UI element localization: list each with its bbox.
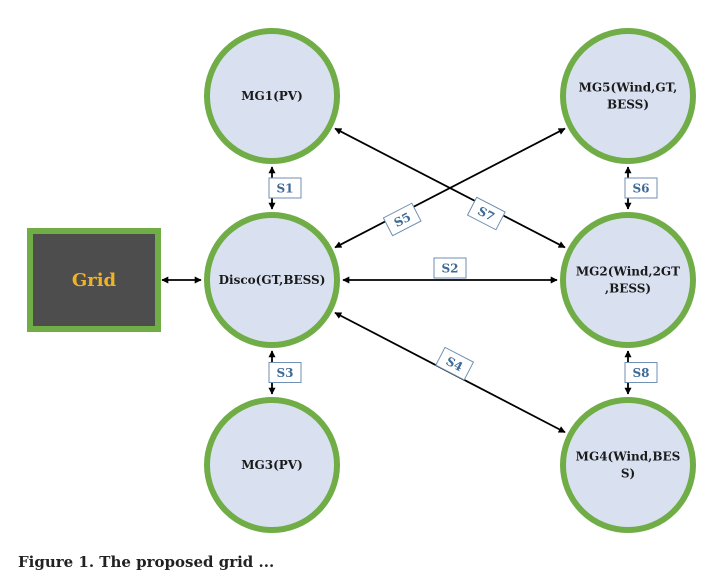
link-mg1-mg2 xyxy=(334,127,566,249)
switch-s2: S2 xyxy=(433,257,467,279)
switch-label: S2 xyxy=(441,262,458,276)
node-label: MG1(PV) xyxy=(241,89,303,103)
switch-label: S6 xyxy=(632,182,649,196)
nodes-layer: Grid MG1(PV) Disco(GT,BESS) MG3(PV) MG5(Wind… xyxy=(27,28,696,533)
switch-label: S4 xyxy=(444,354,466,374)
switch-label: S1 xyxy=(276,182,293,196)
node-mg2: MG2(Wind,2GT ,BESS) xyxy=(560,212,696,348)
node-label: S) xyxy=(621,467,635,481)
node-label: MG5(Wind,GT, xyxy=(579,81,678,95)
node-mg1: MG1(PV) xyxy=(204,28,340,164)
node-label: BESS) xyxy=(607,98,649,112)
node-label: Disco(GT,BESS) xyxy=(219,273,326,287)
node-mg4: MG4(Wind,BES S) xyxy=(560,397,696,533)
switch-s4: S4 xyxy=(435,346,475,381)
switch-s6: S6 xyxy=(624,177,658,199)
switch-s3: S3 xyxy=(268,362,302,383)
node-label: MG2(Wind,2GT xyxy=(576,265,680,279)
node-label: ,BESS) xyxy=(605,282,651,296)
switch-s7: S7 xyxy=(466,196,506,231)
figure-caption: Figure 1. The proposed grid ... xyxy=(18,553,275,571)
switch-label: S7 xyxy=(475,204,497,224)
node-mg5: MG5(Wind,GT, BESS) xyxy=(560,28,696,164)
switch-label: S8 xyxy=(632,366,649,380)
node-disco: Disco(GT,BESS) xyxy=(204,212,340,348)
grid-node: Grid xyxy=(27,228,161,332)
node-label: MG3(PV) xyxy=(241,458,303,472)
switch-s1: S1 xyxy=(268,177,302,199)
switch-s5: S5 xyxy=(382,202,422,237)
switch-label: S3 xyxy=(276,366,293,380)
grid-label: Grid xyxy=(72,270,117,291)
node-mg3: MG3(PV) xyxy=(204,397,340,533)
switch-label: S5 xyxy=(392,210,414,230)
node-label: MG4(Wind,BES xyxy=(576,450,681,464)
switch-s8: S8 xyxy=(624,362,658,383)
